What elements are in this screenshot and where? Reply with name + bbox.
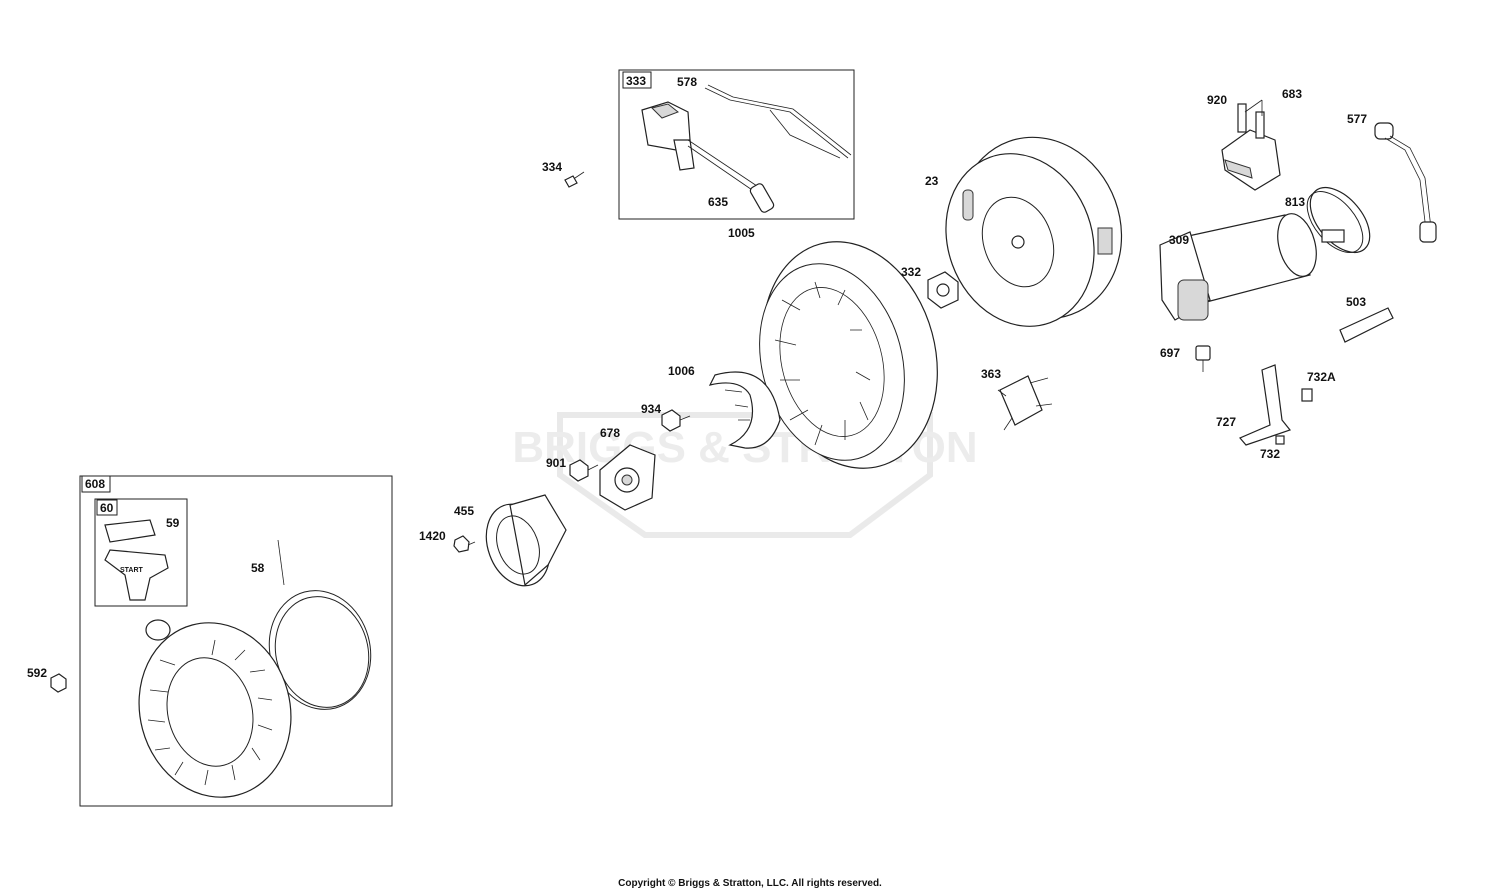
part-23-flywheel[interactable] <box>922 114 1146 347</box>
label-635: 635 <box>708 195 728 209</box>
kit-box-60: 60 <box>94 498 188 607</box>
part-727-bracket[interactable] <box>1239 364 1292 446</box>
part-678-hub[interactable] <box>599 444 656 511</box>
box-label-608: 608 <box>85 477 105 491</box>
part-732-screw[interactable] <box>1275 435 1285 445</box>
recoil-housing[interactable] <box>120 606 310 815</box>
label-727: 727 <box>1216 415 1236 429</box>
label-678: 678 <box>600 426 620 440</box>
label-920: 920 <box>1207 93 1227 107</box>
label-23: 23 <box>925 174 939 188</box>
label-363: 363 <box>981 367 1001 381</box>
label-455: 455 <box>454 504 474 518</box>
label-813: 813 <box>1285 195 1305 209</box>
part-920-bracket[interactable] <box>1221 103 1281 191</box>
part-592-nut[interactable] <box>50 673 67 693</box>
leader-lines <box>1244 99 1263 116</box>
part-1005-fan[interactable] <box>738 222 962 488</box>
part-332-nut[interactable] <box>927 271 959 309</box>
kit-box-608: 608 <box>79 475 393 807</box>
label-592: 592 <box>27 666 47 680</box>
label-58: 58 <box>251 561 265 575</box>
part-697-bolt[interactable] <box>1195 345 1211 372</box>
label-578: 578 <box>677 75 697 89</box>
part-59-handle-insert[interactable] <box>104 519 156 543</box>
label-732A: 732A <box>1307 370 1336 384</box>
part-455-starter-cup[interactable] <box>475 494 567 595</box>
part-732A-screw[interactable] <box>1301 388 1313 402</box>
kit-box-333: 333 <box>618 69 855 220</box>
part-635-armature[interactable] <box>641 101 775 214</box>
label-732: 732 <box>1260 447 1280 461</box>
part-578-wire[interactable] <box>704 84 852 159</box>
label-697: 697 <box>1160 346 1180 360</box>
label-59: 59 <box>166 516 180 530</box>
label-334: 334 <box>542 160 562 174</box>
box-label-333: 333 <box>626 74 646 88</box>
part-901-nut[interactable] <box>569 459 599 482</box>
part-503-plate[interactable] <box>1339 307 1394 343</box>
part-813-clamp[interactable] <box>1297 177 1382 264</box>
part-577-cable[interactable] <box>1374 122 1437 243</box>
label-577: 577 <box>1347 112 1367 126</box>
label-332: 332 <box>901 265 921 279</box>
label-901: 901 <box>546 456 566 470</box>
part-1420-bolt[interactable] <box>453 535 476 553</box>
part-934-nut[interactable] <box>661 409 691 432</box>
part-334-bolt[interactable] <box>564 171 585 188</box>
label-683: 683 <box>1282 87 1302 101</box>
label-1420: 1420 <box>419 529 446 543</box>
starter-handle[interactable]: START <box>104 549 169 601</box>
box-label-60: 60 <box>100 501 114 515</box>
label-1006: 1006 <box>668 364 695 378</box>
label-503: 503 <box>1346 295 1366 309</box>
label-309: 309 <box>1169 233 1189 247</box>
copyright-notice: Copyright © Briggs & Stratton, LLC. All … <box>618 878 882 889</box>
part-363-mount[interactable] <box>997 375 1053 431</box>
start-text: START <box>120 567 144 574</box>
part-labels: 578 334 635 23 920 683 577 813 309 1005 … <box>27 75 1367 680</box>
label-1005: 1005 <box>728 226 755 240</box>
part-1006-screen[interactable] <box>708 371 781 449</box>
part-309-starter-motor[interactable] <box>1159 209 1323 321</box>
label-934: 934 <box>641 402 661 416</box>
